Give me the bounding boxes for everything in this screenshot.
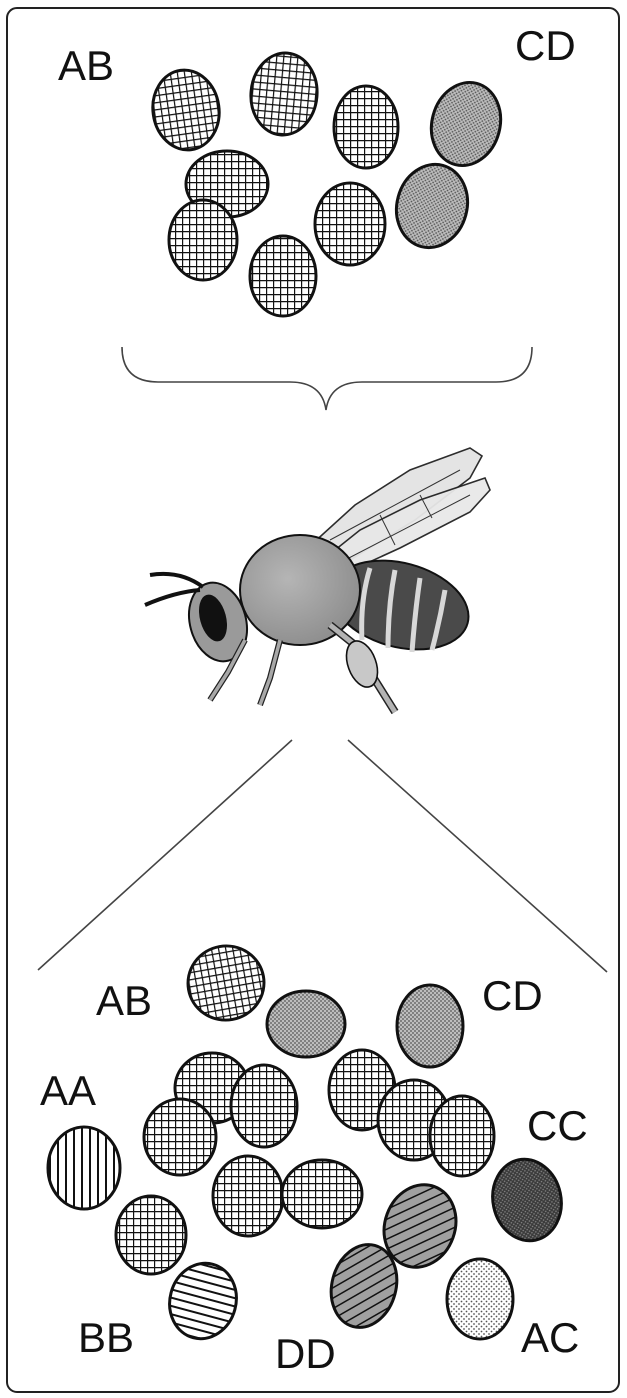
pollen-grain-cd bbox=[397, 985, 463, 1067]
pollen-grain-bb bbox=[161, 1256, 244, 1346]
pollen-grain-ab bbox=[231, 1065, 297, 1147]
pollen-grain-ab bbox=[282, 1160, 362, 1228]
pollen-grain-aa bbox=[48, 1127, 120, 1209]
bee-icon bbox=[145, 448, 490, 712]
pollen-grain-cd bbox=[387, 156, 476, 255]
pollen-grain-ab bbox=[144, 1099, 216, 1175]
label-bottom-aa: AA bbox=[40, 1067, 96, 1114]
top-pollen-group: AB CD bbox=[58, 22, 576, 316]
pollen-grain-ab bbox=[148, 66, 224, 154]
pollen-grain-ab bbox=[250, 236, 316, 316]
bee-thorax bbox=[240, 535, 360, 645]
pollen-grain-cc bbox=[485, 1153, 569, 1247]
pollen-grain-ac bbox=[447, 1259, 513, 1339]
pollen-grain-ab bbox=[430, 1096, 494, 1176]
spread-line-left bbox=[38, 740, 292, 970]
label-bottom-cd: CD bbox=[482, 972, 543, 1019]
label-bottom-cc: CC bbox=[527, 1102, 588, 1149]
label-bottom-ac: AC bbox=[521, 1314, 579, 1361]
bottom-pollen-group: AB CD AA CC BB DD AC bbox=[40, 940, 588, 1377]
label-bottom-ab: AB bbox=[96, 977, 152, 1024]
curly-brace-icon bbox=[122, 347, 532, 410]
label-bottom-dd: DD bbox=[275, 1330, 336, 1377]
spread-line-right bbox=[348, 740, 607, 972]
label-top-cd: CD bbox=[515, 22, 576, 69]
pollen-grain-ab bbox=[169, 200, 237, 280]
pollen-grain-ab bbox=[248, 50, 321, 137]
pollen-grain-ab bbox=[315, 183, 385, 265]
label-bottom-bb: BB bbox=[78, 1314, 134, 1361]
pollen-grain-ab bbox=[182, 940, 270, 1026]
label-top-ab: AB bbox=[58, 42, 114, 89]
pollen-grain-ab bbox=[334, 86, 398, 168]
pollen-grain-cd bbox=[267, 991, 345, 1057]
pollen-grain-cd bbox=[422, 75, 509, 174]
pollen-grain-ab bbox=[213, 1156, 283, 1236]
pollen-grain-ab bbox=[116, 1196, 186, 1274]
